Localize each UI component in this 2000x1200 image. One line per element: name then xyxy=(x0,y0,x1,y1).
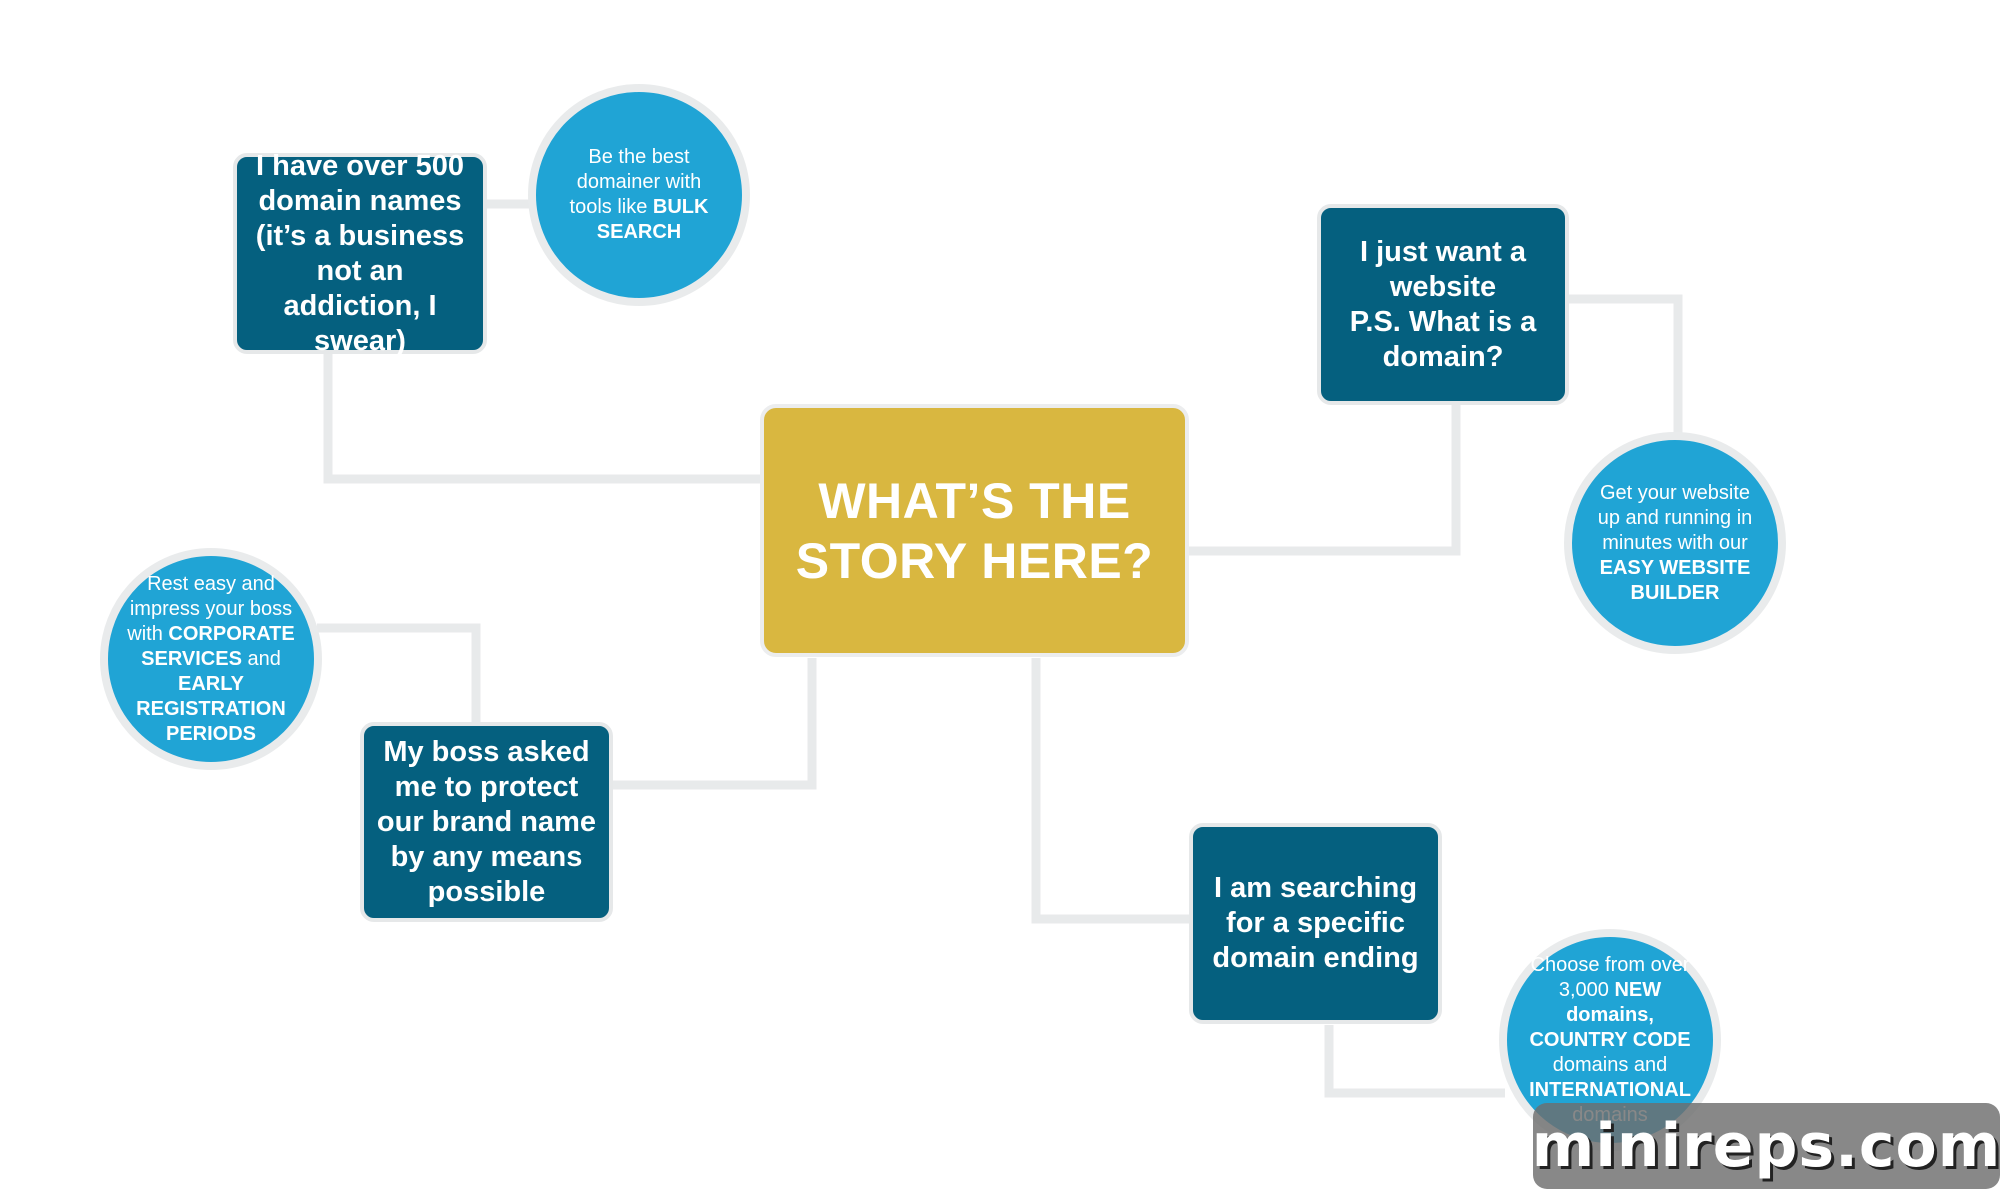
circle-newdomains-bold3: INTERNATIONAL xyxy=(1529,1078,1691,1101)
box-boss-line2: by any means possible xyxy=(390,840,583,908)
circle-website-builder: Get your website up and running in minut… xyxy=(1564,432,1786,654)
connector-center-boss xyxy=(611,658,817,790)
box-ending: I am searching for a specific domain end… xyxy=(1189,823,1442,1024)
box-boss-line1: My boss asked me to protect our brand na… xyxy=(376,735,597,838)
connector-center-website xyxy=(1186,403,1461,556)
connector-ending-newdomains xyxy=(1324,1025,1505,1098)
connector-boss-corporate xyxy=(317,623,481,725)
circle-newdomains-bold1: NEW domains, xyxy=(1566,978,1662,1026)
circle-corporate-bold2: EARLY REGISTRATION PERIODS xyxy=(136,672,286,745)
connector-domainer-center xyxy=(323,353,765,484)
circle-corporate-bold1: CORPORATE SERVICES xyxy=(141,622,295,670)
circle-bulk-bold: BULK SEARCH xyxy=(596,196,709,243)
circle-corporate-text1: Rest easy and impress your boss with xyxy=(127,572,293,645)
watermark-text: minireps.com xyxy=(1531,1111,2000,1181)
central-question-line2: STORY HERE? xyxy=(795,532,1154,589)
circle-newdomains-bold2: COUNTRY CODE xyxy=(1529,1028,1691,1051)
box-ending-text: I am searching for a specific domain end… xyxy=(1212,872,1419,974)
circle-newdomains-text1: Choose from over 3,000 xyxy=(1530,953,1690,1001)
watermark-logo: minireps.com xyxy=(1531,1103,2000,1189)
circle-bulk-search: Be the best domainer with tools like BUL… xyxy=(528,84,750,306)
connector-center-ending xyxy=(1031,658,1195,924)
circle-newdomains-text3: domains and xyxy=(1552,1053,1668,1076)
box-website-line1: I just want a website xyxy=(1360,235,1526,303)
central-question-line1: WHAT’S THE xyxy=(818,472,1131,529)
circle-corporate-text2: and xyxy=(241,647,281,670)
connector-website-builder xyxy=(1566,294,1683,434)
box-domainer: I have over 500 domain names (it’s a bus… xyxy=(233,150,487,357)
circle-bulk-text: Be the best domainer with tools like xyxy=(569,146,702,218)
circle-builder-bold: EASY WEBSITE BUILDER xyxy=(1599,556,1751,604)
circle-builder-text: Get your website up and running in minut… xyxy=(1597,481,1753,554)
box-domainer-text: I have over 500 domain names (it’s a bus… xyxy=(255,149,465,357)
box-boss: My boss asked me to protect our brand na… xyxy=(360,722,613,922)
circle-corporate-services: Rest easy and impress your boss with COR… xyxy=(100,548,322,770)
box-website-line2: P.S. What is a domain? xyxy=(1349,305,1537,373)
